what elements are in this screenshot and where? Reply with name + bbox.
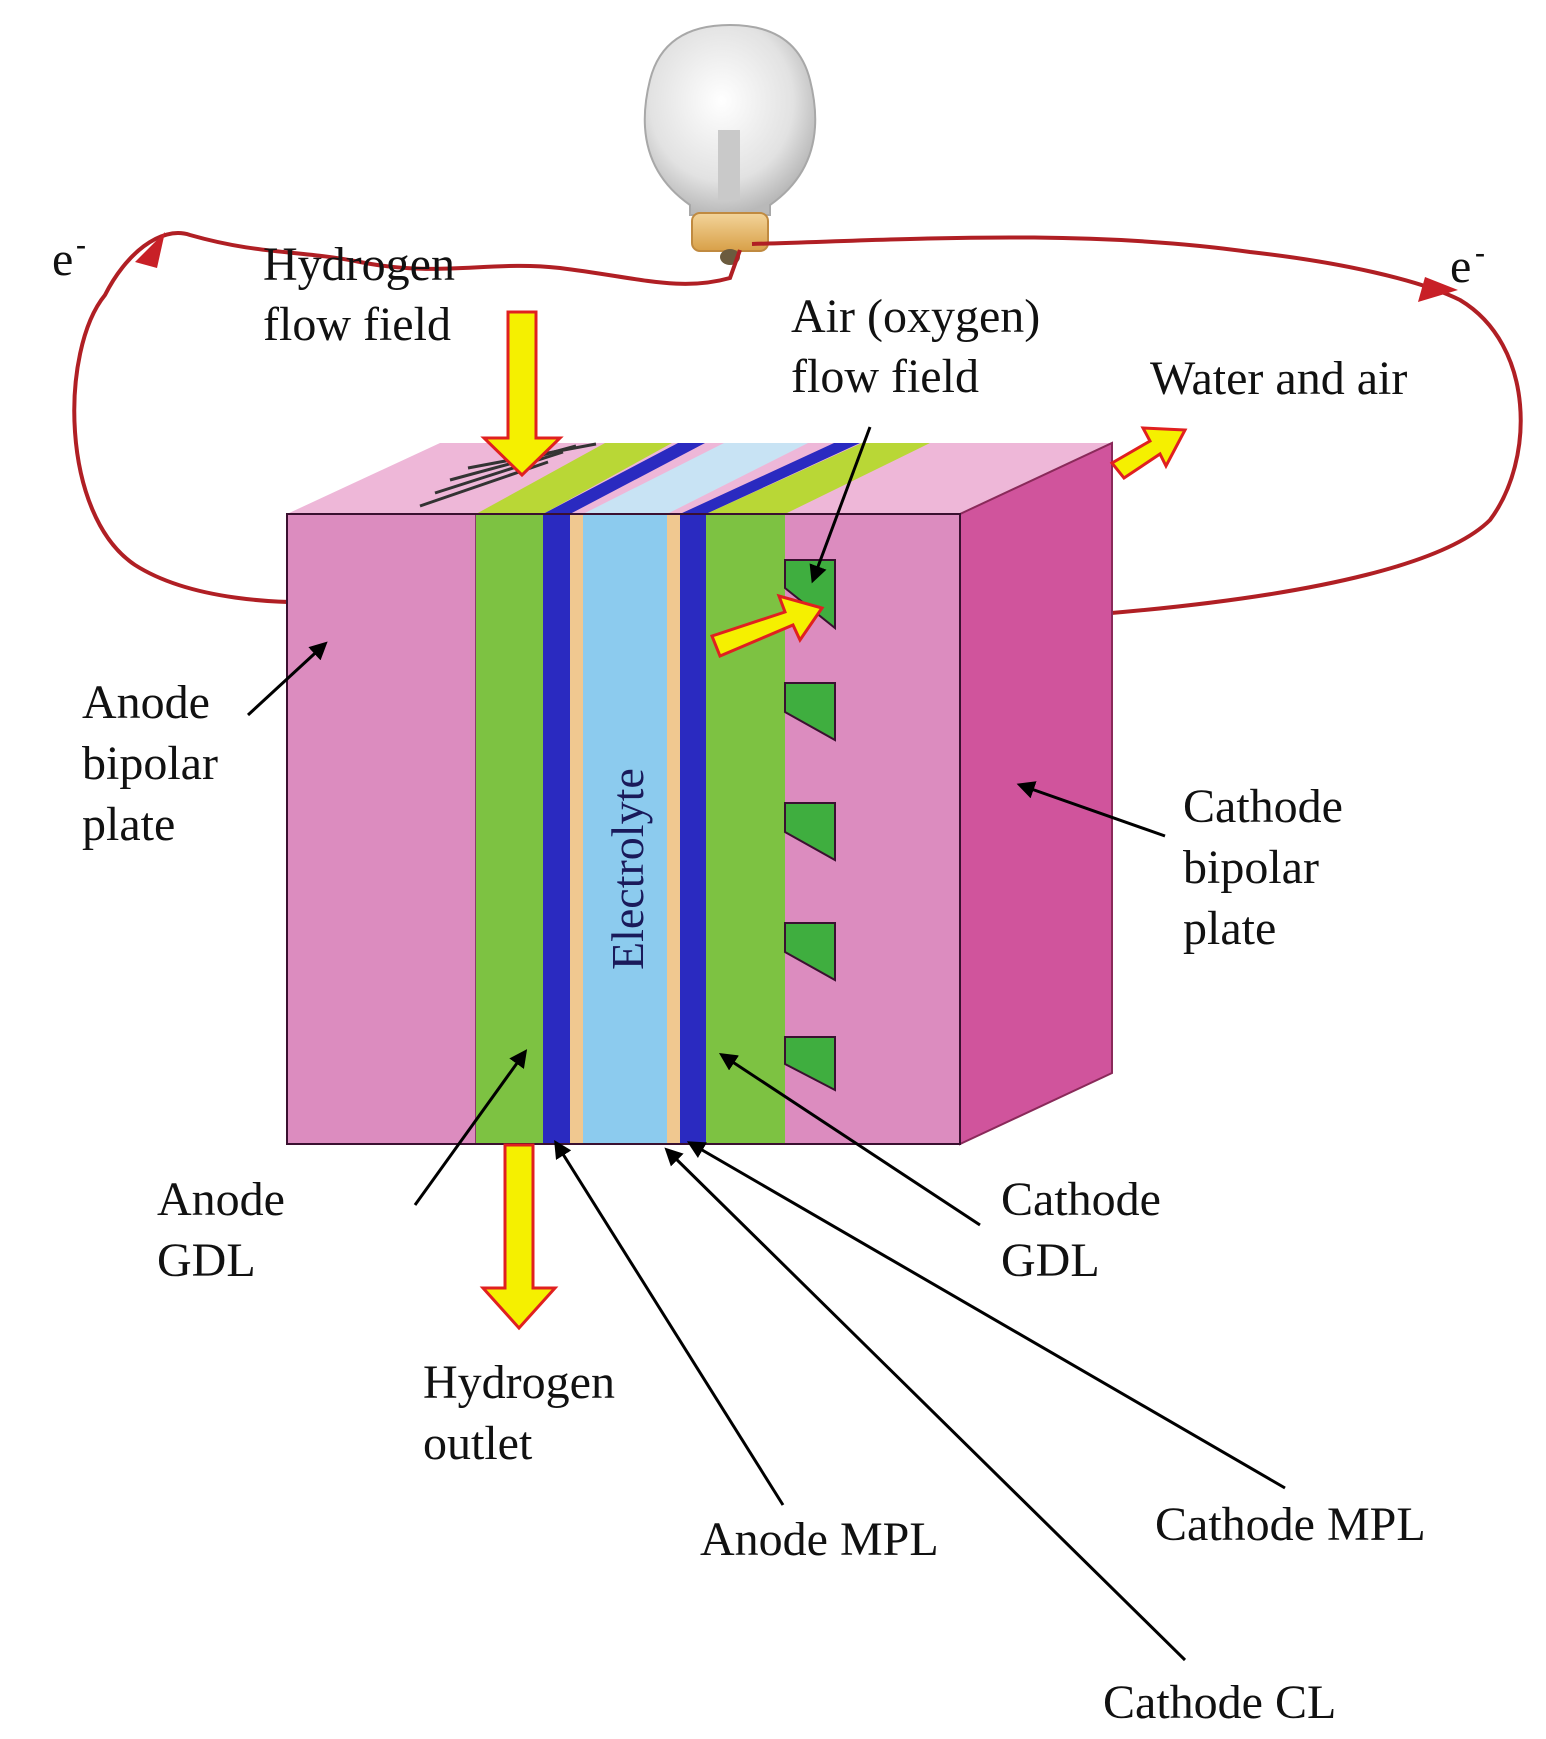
arrow-cathode-mpl xyxy=(686,1141,1286,1490)
light-bulb-icon xyxy=(643,23,817,265)
svg-text:-: - xyxy=(1475,236,1485,269)
anode-bipolar-plate-label-3: plate xyxy=(82,798,175,851)
cathode-cl-layer xyxy=(667,514,680,1144)
cell-outline xyxy=(286,513,961,1145)
hydrogen-flow-field-label-1: Hydrogen xyxy=(263,238,455,291)
hydrogen-outlet-label-1: Hydrogen xyxy=(423,1356,615,1409)
electron-arrow-left xyxy=(135,232,165,268)
arrow-cathode-gdl xyxy=(718,1053,981,1227)
anode-gdl-label-2: GDL xyxy=(157,1234,256,1287)
air-flow-field-label-2: flow field xyxy=(791,350,979,403)
hydrogen-outlet-arrow xyxy=(479,1143,559,1331)
svg-text:e: e xyxy=(1450,240,1471,293)
top-cathode-mpl xyxy=(680,443,860,514)
cathode-gdl-label-2: GDL xyxy=(1001,1234,1100,1287)
arrow-anode-gdl xyxy=(413,1049,528,1206)
electrolyte-layer xyxy=(583,514,667,1144)
air-flow-field-label-1: Air (oxygen) xyxy=(791,290,1040,343)
cathode-bipolar-plate-label-2: bipolar xyxy=(1183,841,1319,894)
circuit-wire-right xyxy=(751,235,1523,616)
cathode-cl-label: Cathode CL xyxy=(1103,1676,1336,1729)
anode-gdl-layer xyxy=(476,514,543,1144)
arrow-anode-mpl xyxy=(554,1139,785,1506)
water-and-air-label: Water and air xyxy=(1150,352,1407,405)
anode-gdl-label-1: Anode xyxy=(157,1173,285,1226)
cell-side-face xyxy=(959,441,1113,1146)
cathode-mpl-label: Cathode MPL xyxy=(1155,1498,1426,1551)
top-anode-mpl xyxy=(543,443,705,514)
cathode-bipolar-plate-label-3: plate xyxy=(1183,902,1276,955)
arrow-cathode-cl xyxy=(664,1147,1187,1662)
pointer-arrows xyxy=(246,426,1286,1662)
circuit-wire xyxy=(72,231,742,605)
top-electrolyte xyxy=(583,443,808,514)
svg-text:e: e xyxy=(52,233,73,286)
electron-label-right: e - xyxy=(1450,236,1485,293)
hydrogen-outlet-label-2: outlet xyxy=(423,1417,533,1470)
top-cathode-gdl xyxy=(706,443,930,514)
arrow-air-flow-field xyxy=(809,426,872,584)
water-air-outlet-arrow xyxy=(1109,426,1188,481)
electron-arrow-right xyxy=(1418,277,1458,302)
air-inlet-arrow xyxy=(710,593,825,658)
top-anode-gdl xyxy=(476,443,672,514)
cathode-gdl-label-1: Cathode xyxy=(1001,1173,1161,1226)
cathode-gdl-layer xyxy=(706,514,785,1144)
anode-cl-layer xyxy=(570,514,583,1144)
svg-text:-: - xyxy=(76,228,86,261)
cathode-bipolar-plate-label-1: Cathode xyxy=(1183,780,1343,833)
electron-label-left: e - xyxy=(52,228,86,286)
hydrogen-inlet-arrow xyxy=(480,310,564,478)
anode-bipolar-plate-label-2: bipolar xyxy=(82,737,218,790)
cathode-mpl-layer xyxy=(680,514,706,1144)
arrow-anode-bipolar-plate xyxy=(246,641,328,717)
anode-bipolar-plate xyxy=(286,513,477,1145)
arrow-cathode-bipolar-plate xyxy=(1016,781,1166,838)
anode-mpl-layer xyxy=(543,514,570,1144)
electrolyte-label: Electrolyte xyxy=(602,768,653,970)
anode-bipolar-plate-label-1: Anode xyxy=(82,676,210,729)
anode-mpl-label: Anode MPL xyxy=(700,1513,939,1566)
hydrogen-flow-field-label-2: flow field xyxy=(263,298,451,351)
